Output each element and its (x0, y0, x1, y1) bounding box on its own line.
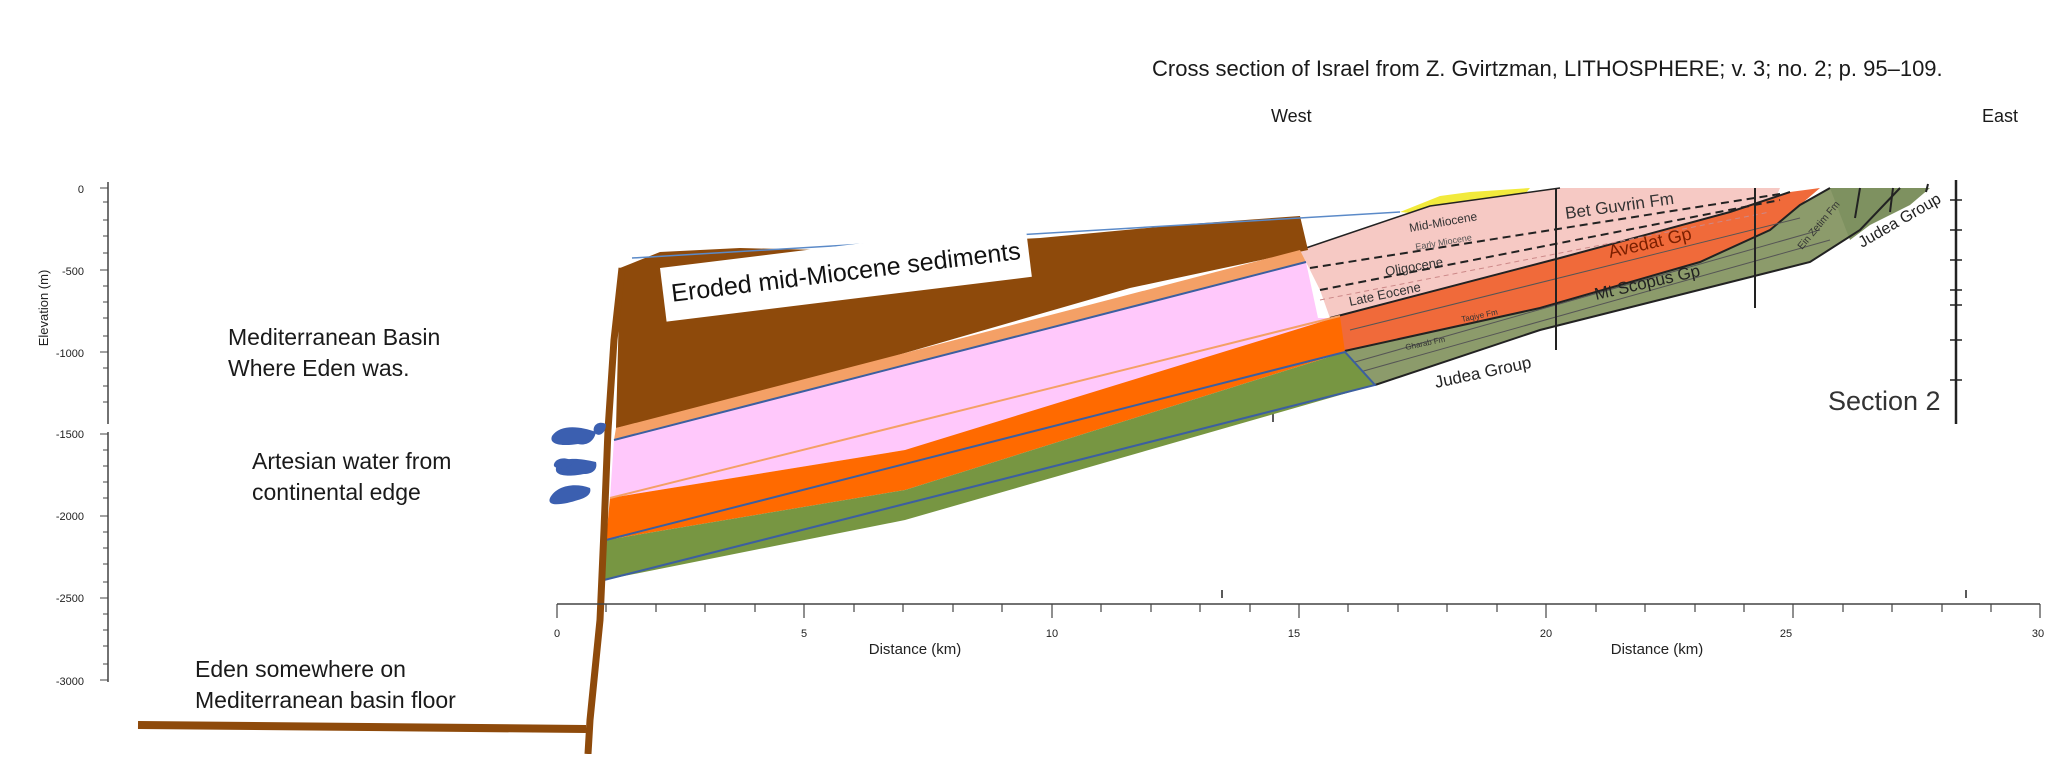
y-tick-3000: -3000 (56, 676, 84, 688)
horizon-line-1 (1329, 191, 1791, 319)
avedat-layer (1330, 188, 1820, 352)
thin-horizon-1 (1319, 211, 1771, 301)
horizon-line-3 (1374, 187, 1901, 386)
mediterranean-line-1: Mediterranean Basin (228, 324, 441, 350)
x-minor-ticks (556, 604, 2041, 618)
artesian-water-note: Artesian water from continental edge (252, 446, 451, 508)
horizon-line-2 (1339, 187, 1831, 353)
y-tick-1000: -1000 (56, 348, 84, 360)
x-tick-30: 30 (2032, 628, 2044, 640)
distance-axis: 0 5 10 15 20 25 30 Distance (km) Distanc… (554, 603, 2044, 658)
thin-horizon-3 (1354, 229, 1821, 363)
thin-horizon-4 (1359, 239, 1831, 373)
mediterranean-basin-note: Mediterranean Basin Where Eden was. (228, 322, 440, 384)
basin-floor (137, 721, 587, 733)
orange-outline (609, 315, 1341, 499)
east-label: East (1982, 106, 2019, 126)
x-tick-0: 0 (554, 628, 560, 640)
x-tick-10: 10 (1046, 628, 1058, 640)
dashed-horizon-1 (1309, 193, 1781, 269)
y-tick-1500: -1500 (56, 429, 84, 441)
well-short-1 (1854, 187, 1861, 219)
orange-layer (606, 316, 1345, 540)
bet-guvrin-layer (1300, 188, 1780, 318)
green-layer (604, 352, 1375, 580)
y-axis-label: Elevation (m) (36, 270, 51, 347)
thin-horizon-2 (1349, 217, 1801, 331)
artesian-water-icon (549, 422, 606, 505)
x-axis-label-left: Distance (km) (869, 641, 962, 658)
x-tick-20: 20 (1540, 628, 1552, 640)
horizon-line-4 (1299, 187, 1561, 251)
y-tick-2500: -2500 (56, 593, 84, 605)
dashed-horizon-2 (1319, 199, 1781, 291)
pink-layer (610, 262, 1340, 498)
x-tick-5: 5 (801, 628, 807, 640)
original-cross-section: Bet Guvrin Fm Avedat Gp Mt Scopus Gp Mid… (1221, 180, 1967, 598)
artesian-line-1: Artesian water from (252, 448, 452, 474)
pink-outline (613, 261, 1307, 441)
well-short-2 (1889, 187, 1894, 213)
eden-line-1: Eden somewhere on (195, 656, 406, 682)
figure-caption: Cross section of Israel from Z. Gvirtzma… (1152, 56, 1943, 81)
x-tick-25: 25 (1780, 628, 1792, 640)
west-label: West (1271, 106, 1312, 126)
eden-floor-note: Eden somewhere on Mediterranean basin fl… (195, 654, 456, 716)
continental-edge (584, 267, 626, 755)
section-label: Section 2 (1828, 386, 1941, 416)
eden-line-2: Mediterranean basin floor (195, 687, 456, 713)
well-short-3 (1925, 183, 1929, 193)
artesian-line-2: continental edge (252, 479, 421, 505)
green-layer-outline (603, 350, 1377, 581)
y-tick-2000: -2000 (56, 511, 84, 523)
y-tick-500: -500 (62, 266, 84, 278)
mediterranean-line-2: Where Eden was. (228, 355, 410, 381)
y-tick-0: 0 (78, 184, 84, 196)
orange-stripe (614, 250, 1306, 440)
well-3-ticks (1950, 199, 1962, 381)
judea-upper-layer (1830, 188, 1930, 240)
elevation-axis: 0 -500 -1000 -1500 -2000 -2500 -3000 Ele… (36, 182, 109, 688)
x-tick-15: 15 (1288, 628, 1300, 640)
x-axis-label-right: Distance (km) (1611, 641, 1704, 658)
